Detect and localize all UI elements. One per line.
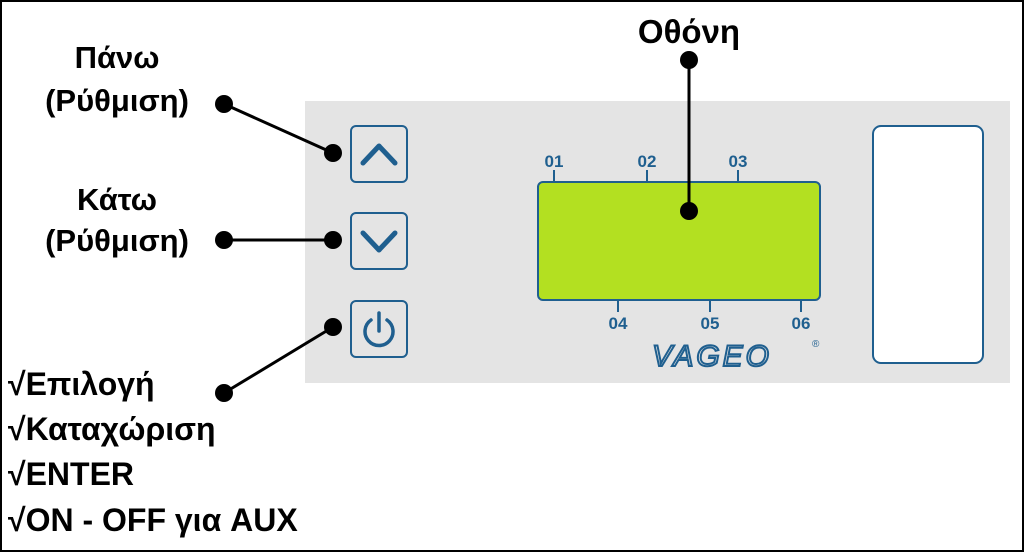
pin-ticks [553,170,802,312]
power-button[interactable] [350,300,408,358]
down-button[interactable] [350,212,408,270]
up-callout [215,95,342,162]
vageo-logo: VAGEO ® [651,339,820,374]
pin-label-02: 02 [638,152,657,171]
feature-select: √Επιλογή [8,366,155,402]
feature-register: √Καταχώριση [8,411,216,447]
chevron-down-icon [360,230,398,253]
pin-label-01: 01 [545,152,564,171]
pin-label-03: 03 [729,152,748,171]
screen-callout [680,51,698,220]
screen-label: Οθόνη [638,13,740,50]
side-window [872,125,984,364]
up-label-line1: Πάνω [75,40,160,75]
lcd-display [537,181,821,301]
down-label-line1: Κάτω [77,182,157,217]
pin-label-06: 06 [792,314,811,333]
up-button[interactable] [350,125,408,183]
pin-label-05: 05 [701,314,720,333]
registered-mark: ® [812,339,820,350]
power-callout [215,318,342,402]
pin-label-04: 04 [609,314,628,333]
up-label-line2: (Ρύθμιση) [45,83,189,118]
power-icon [363,311,395,348]
down-callout [215,231,342,249]
feature-aux: √ON - OFF για AUX [8,502,298,538]
down-label-line2: (Ρύθμιση) [45,223,189,258]
feature-enter: √ENTER [8,456,134,492]
chevron-up-icon [360,143,398,166]
brand-logo-text: VAGEO [652,340,772,373]
